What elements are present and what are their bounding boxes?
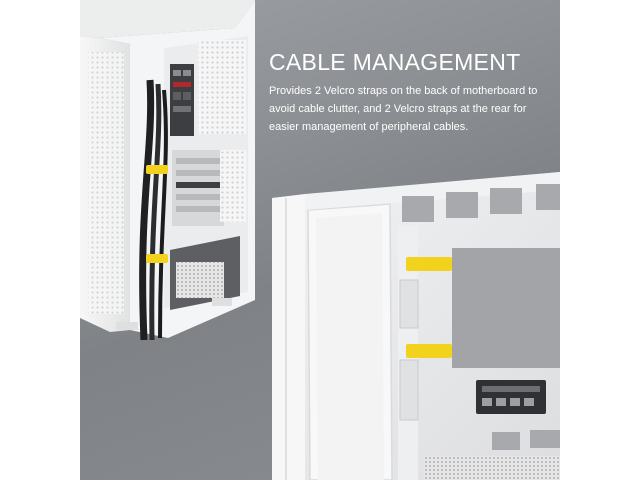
- velcro-strap-tray-bottom: [406, 344, 452, 358]
- case-rear-view: [80, 0, 255, 341]
- velcro-strap-bottom: [146, 254, 168, 263]
- velcro-strap-tray-top: [406, 257, 452, 271]
- velcro-strap-top: [146, 165, 168, 174]
- feature-title: CABLE MANAGEMENT: [269, 49, 521, 75]
- page-margin-right: [560, 0, 640, 480]
- feature-description: Provides 2 Velcro straps on the back of …: [269, 85, 538, 133]
- case-illustration: [80, 0, 560, 480]
- case-interior-view: [272, 172, 560, 480]
- product-image: CABLE MANAGEMENT Provides 2 Velcro strap…: [80, 0, 560, 480]
